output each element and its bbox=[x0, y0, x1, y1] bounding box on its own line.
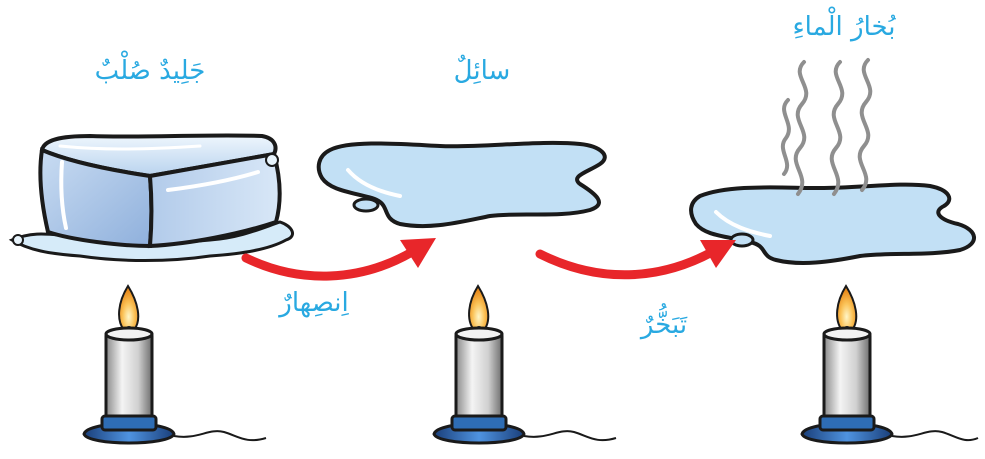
liquid-label: سائِلٌ bbox=[454, 58, 511, 84]
evaporation-label: تَبَخُّرٌ bbox=[641, 312, 687, 338]
evaporating-puddle bbox=[691, 185, 974, 263]
water-puddle bbox=[319, 143, 605, 226]
steam-lines bbox=[783, 60, 870, 194]
water-vapor-label: بُخارُ الْماءِ bbox=[792, 14, 895, 40]
candle-left bbox=[84, 286, 266, 443]
solid-ice-label: جَلِيدٌ صُلْبٌ bbox=[95, 58, 206, 84]
melting-label: اِنصِهارٌ bbox=[279, 290, 348, 316]
candle-right bbox=[802, 286, 978, 443]
candle-middle bbox=[434, 286, 616, 443]
ice-block bbox=[12, 135, 293, 260]
evaporation-arrow bbox=[540, 240, 736, 275]
